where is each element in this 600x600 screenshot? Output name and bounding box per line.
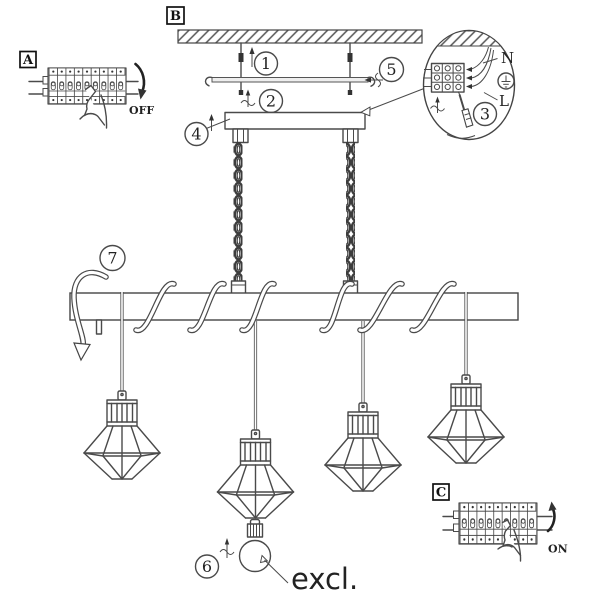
light-bulb-icon [238, 518, 272, 573]
step-circle-7 [99, 244, 126, 272]
excl-note: excl. [291, 562, 358, 596]
breaker-panel-c [459, 503, 537, 544]
wall-anchor-left-icon [238, 42, 244, 95]
up-arrow-icon-step4 [209, 114, 214, 131]
breaker-panel-a [48, 68, 126, 104]
wood-beam [69, 292, 519, 321]
section-c-label: C [436, 486, 446, 501]
live-leader [483, 92, 498, 101]
leader-line-inset [365, 88, 425, 112]
section-b-label: B [170, 9, 181, 24]
step-5-number: 5 [386, 60, 396, 79]
screwdriver-icon [457, 91, 474, 128]
step-2-number: 2 [266, 92, 276, 111]
up-arrow-icon [249, 47, 255, 67]
step-circle-4 [184, 121, 209, 147]
neutral-label: N [501, 49, 514, 67]
cage-lamp-1 [83, 390, 161, 480]
step-circle-6 [194, 554, 220, 579]
screw-tip-left [238, 90, 244, 95]
bulb-step: excl. 6 [194, 518, 358, 596]
chain-left [233, 142, 243, 283]
section-c-label-box [432, 483, 450, 501]
mounting-bracket [204, 76, 376, 87]
curved-arrow-down-icon [134, 62, 147, 100]
pendant-cords [120, 292, 468, 431]
live-label: L [499, 92, 509, 110]
ceiling-hatch [177, 29, 423, 44]
canopy-connector-left [232, 128, 249, 144]
cage-lamp-2 [216, 429, 295, 519]
step-circle-3 [472, 101, 498, 127]
neutral-leader [482, 58, 498, 64]
excl-leader-line [264, 559, 289, 584]
rotation-arc [446, 134, 476, 139]
section-b: B 1 2 5 [166, 6, 425, 147]
step-6-number: 6 [202, 557, 212, 576]
leader-line-step4 [204, 118, 231, 130]
beam-peg [95, 319, 103, 335]
supply-wires [423, 46, 494, 89]
off-status: OFF [129, 104, 154, 117]
cage-lamp-3 [324, 402, 402, 492]
cage-lamp-4 [427, 374, 505, 464]
wall-anchor-right-icon [347, 42, 353, 95]
screw-icon-step2 [240, 89, 256, 107]
section-b-label-box [166, 6, 185, 25]
on-status: ON [548, 543, 568, 556]
wiring-inset: N L 3 [422, 29, 516, 141]
section-a: A OFF [19, 50, 154, 129]
hand-icon-c [497, 519, 522, 562]
step-7-number: 7 [107, 249, 117, 268]
chain-right [346, 142, 355, 283]
screw-icon-step3 [430, 96, 445, 113]
screw-icon-step6 [219, 538, 235, 558]
canopy [224, 111, 366, 130]
terminal-block [430, 62, 465, 93]
screw-icon-step5 [364, 72, 383, 88]
step-1-number: 1 [261, 54, 271, 73]
section-a-label-box [19, 50, 37, 69]
bracket-hook-left-icon [204, 76, 213, 87]
section-c: C ON [432, 483, 568, 562]
step-circle-5 [378, 56, 405, 83]
hand-icon-a [79, 84, 108, 129]
curved-arrow-up-icon [546, 501, 557, 533]
beam-assembly: 7 [69, 244, 519, 431]
screw-tip-right [347, 90, 353, 95]
rotate-arrow-icon [71, 269, 109, 362]
suspension-chains [230, 142, 359, 296]
step-4-number: 4 [191, 125, 201, 144]
earth-icon [497, 72, 515, 90]
section-a-label: A [22, 53, 34, 68]
step-circle-1 [253, 51, 279, 76]
rope-wrap [133, 281, 457, 333]
leader-arrowhead [359, 106, 371, 117]
canopy-connector-right [342, 128, 359, 144]
step-3-number: 3 [480, 105, 490, 124]
inset-ceiling-hatch [424, 31, 514, 47]
